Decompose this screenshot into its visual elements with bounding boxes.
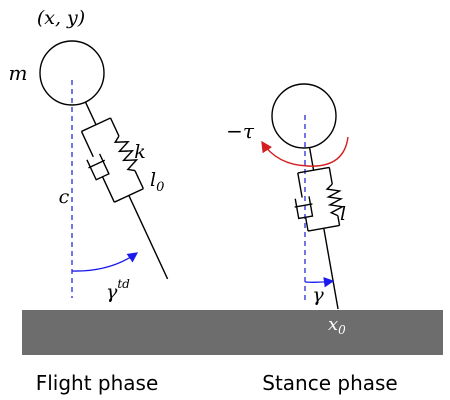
stance-phase-caption: Stance phase	[262, 371, 397, 395]
stance-phase-model: −τ l γ x0	[226, 83, 349, 337]
flight-touchdown-angle-arrow	[71, 252, 139, 272]
flight-rest-length-label: l0	[150, 169, 164, 195]
flight-touchdown-angle-label: γtd	[106, 277, 130, 303]
flight-phase-model: (x, y) m k c l0 γtd	[9, 7, 169, 303]
flight-damper-label: c	[59, 186, 70, 208]
flight-leg	[80, 101, 169, 280]
flight-damper	[86, 153, 110, 181]
flight-position-label: (x, y)	[37, 7, 85, 29]
stance-angle-arrow	[304, 277, 335, 288]
stance-torque-label: −τ	[226, 119, 255, 143]
flight-mass-label: m	[9, 61, 28, 85]
stance-foot-label: x0	[328, 314, 346, 337]
stance-angle-label: γ	[312, 284, 324, 306]
stance-length-label: l	[340, 203, 346, 225]
stance-damper	[294, 196, 314, 220]
stance-torque-arrow	[261, 136, 349, 167]
ground	[22, 310, 443, 355]
flight-phase-caption: Flight phase	[36, 371, 159, 395]
stance-spring	[325, 183, 345, 217]
flight-body-mass	[39, 40, 105, 106]
flight-spring-label: k	[134, 141, 146, 163]
flight-spring	[113, 135, 139, 172]
stance-body-mass	[271, 83, 337, 149]
